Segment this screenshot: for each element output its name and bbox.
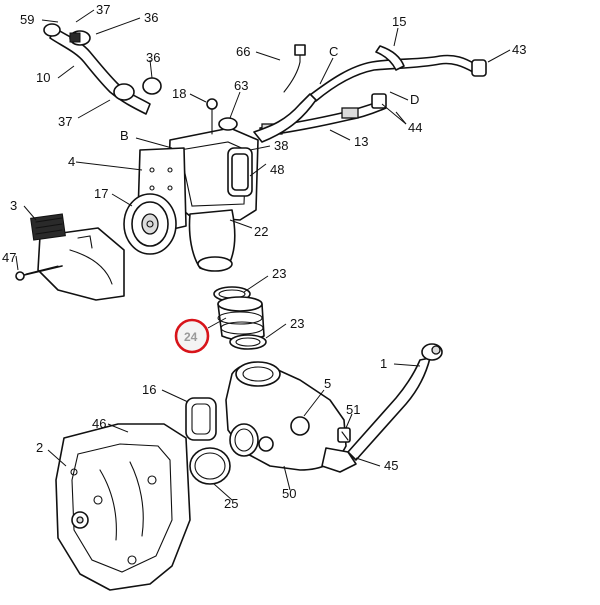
hose-part-1: [347, 343, 443, 461]
callout-51: 51: [346, 402, 360, 417]
callout-13: 13: [354, 134, 368, 149]
clamp-part-51: [337, 427, 351, 443]
callout-37-lower: 37: [58, 114, 72, 129]
callout-labels: 59 37 36 10 37 36 18 63 66 C 15 43 D 44 …: [2, 2, 526, 511]
callout-3: 3: [10, 198, 17, 213]
callout-1: 1: [380, 356, 387, 371]
gasket-part-16: [185, 397, 217, 441]
upper-housing: [167, 93, 317, 221]
callout-5: 5: [324, 376, 331, 391]
callout-44: 44: [408, 120, 422, 135]
highlight-ring: [174, 318, 210, 354]
gasket-part-25: [189, 447, 231, 485]
elbow-part-22: [188, 209, 236, 272]
callout-50: 50: [282, 486, 296, 501]
engine-block-part-2: [55, 423, 191, 591]
callout-46: 46: [92, 416, 106, 431]
callout-2: 2: [36, 440, 43, 455]
callout-38: 38: [274, 138, 288, 153]
leader-lines: [15, 9, 511, 501]
callout-36-top: 36: [144, 10, 158, 25]
callout-36-mid: 36: [146, 50, 160, 65]
callout-25: 25: [224, 496, 238, 511]
callout-16: 16: [142, 382, 156, 397]
callout-22: 22: [254, 224, 268, 239]
seal-ring-part-23-lower: [229, 334, 267, 350]
pipe-part-10: [43, 23, 162, 115]
callout-D: D: [410, 92, 419, 107]
callout-23-upper: 23: [272, 266, 286, 281]
callout-10: 10: [36, 70, 50, 85]
callout-23-lower: 23: [290, 316, 304, 331]
tube-part-66: [283, 44, 306, 93]
callout-4: 4: [68, 154, 75, 169]
highlighted-callout-24[interactable]: 24: [174, 318, 210, 354]
callout-47: 47: [2, 250, 16, 265]
pump-cover-part-3: [30, 213, 125, 301]
callout-17: 17: [94, 186, 108, 201]
callout-24: 24: [184, 330, 198, 344]
callout-37-top: 37: [96, 2, 110, 17]
callout-15: 15: [392, 14, 406, 29]
callout-59: 59: [20, 12, 34, 27]
callout-B: B: [120, 128, 129, 143]
callout-18: 18: [172, 86, 186, 101]
pulley-part-17: [123, 193, 177, 255]
tube-part-24: [217, 296, 265, 342]
callout-C: C: [329, 44, 338, 59]
bolt-part-47: [15, 265, 63, 281]
callout-43: 43: [512, 42, 526, 57]
callout-63: 63: [234, 78, 248, 93]
callout-48: 48: [270, 162, 284, 177]
callout-45: 45: [384, 458, 398, 473]
gasket-part-50: [229, 423, 259, 457]
callout-66: 66: [236, 44, 250, 59]
tube-part-15: [309, 45, 487, 102]
